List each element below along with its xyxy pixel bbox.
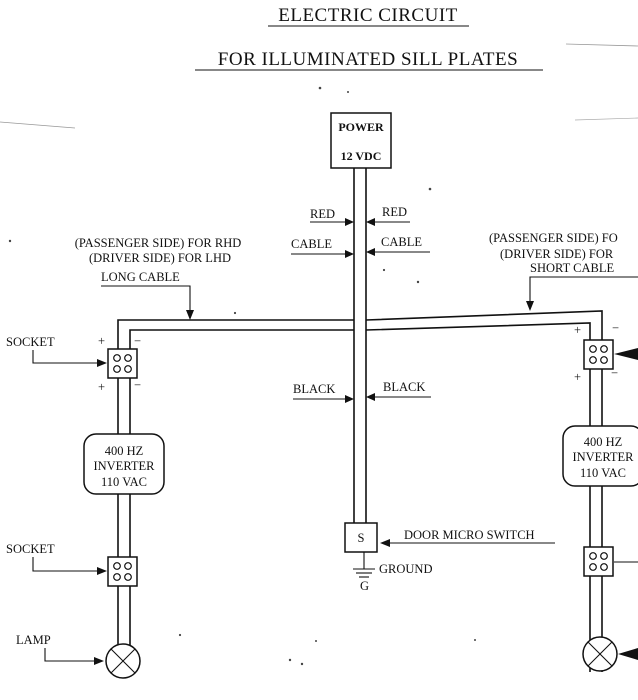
socket-arrowhead-top bbox=[97, 359, 107, 367]
inverter-right-line3: 110 VAC bbox=[580, 466, 626, 480]
socket-left-bottom bbox=[107, 556, 138, 587]
socket-pin bbox=[589, 563, 597, 571]
minus-sign: − bbox=[134, 334, 141, 348]
plus-sign: + bbox=[98, 334, 105, 348]
socket-pin bbox=[600, 563, 608, 571]
power-voltage: 12 VDC bbox=[341, 149, 382, 163]
cable-arrowhead-left bbox=[345, 250, 354, 258]
red-arrowhead-right bbox=[366, 218, 375, 226]
inverter-right-line2: INVERTER bbox=[572, 450, 634, 464]
power-box bbox=[330, 112, 392, 169]
switch-arrowhead bbox=[380, 539, 390, 547]
socket-pin bbox=[589, 552, 597, 560]
inverter-left bbox=[83, 433, 165, 495]
left-branch-line1: (PASSENGER SIDE) FOR RHD bbox=[75, 236, 242, 250]
inverter-left-line3: 110 VAC bbox=[101, 475, 147, 489]
socket-pin bbox=[113, 562, 121, 570]
lamp-pointer bbox=[44, 648, 100, 662]
power-label: POWER bbox=[338, 120, 384, 134]
socket-pin bbox=[600, 356, 608, 364]
socket-pin bbox=[113, 365, 121, 373]
right-branch-arrowhead bbox=[526, 301, 534, 311]
left-cable-outer bbox=[117, 319, 354, 672]
socket-right-top bbox=[583, 339, 614, 370]
lamp-label: LAMP bbox=[16, 633, 51, 647]
cable-label-right: CABLE bbox=[381, 235, 422, 249]
minus-sign: − bbox=[134, 378, 141, 392]
socket-pin bbox=[589, 345, 597, 353]
plus-sign: + bbox=[574, 370, 581, 384]
socket-pin bbox=[124, 562, 132, 570]
socket-pin bbox=[600, 552, 608, 560]
red-label-left: RED bbox=[310, 207, 335, 221]
minus-sign: − bbox=[612, 321, 619, 335]
black-label-right: BLACK bbox=[383, 380, 425, 394]
lamp-cross bbox=[587, 641, 613, 667]
socket-pin bbox=[124, 573, 132, 581]
socket-right-arrowhead bbox=[614, 348, 638, 360]
switch-symbol: S bbox=[358, 531, 365, 545]
switch-label: DOOR MICRO SWITCH bbox=[404, 528, 535, 542]
left-branch-line2: (DRIVER SIDE) FOR LHD bbox=[89, 251, 231, 265]
inverter-right-line1: 400 HZ bbox=[584, 435, 623, 449]
minus-sign: − bbox=[611, 366, 618, 380]
socket-right-bottom bbox=[583, 546, 614, 577]
inverter-left-line2: INVERTER bbox=[93, 459, 155, 473]
socket-label-bottom: SOCKET bbox=[6, 542, 55, 556]
scan-noise bbox=[0, 43, 638, 666]
lamp-arrowhead bbox=[94, 657, 104, 665]
diagram-title: ELECTRIC CIRCUIT bbox=[278, 5, 458, 26]
socket-pin bbox=[124, 365, 132, 373]
socket-pin bbox=[113, 573, 121, 581]
right-branch-line2: (DRIVER SIDE) FOR bbox=[500, 247, 614, 261]
right-cable-inner bbox=[365, 322, 591, 672]
socket-pin bbox=[113, 354, 121, 362]
socket-pin bbox=[600, 345, 608, 353]
ground-g-label: G bbox=[360, 579, 369, 593]
ground-label: GROUND bbox=[379, 562, 432, 576]
socket-pointer-bottom bbox=[32, 557, 103, 572]
socket-pin bbox=[589, 356, 597, 364]
left-branch-line3: LONG CABLE bbox=[101, 270, 180, 284]
cable-arrowhead-right bbox=[366, 248, 375, 256]
black-label-left: BLACK bbox=[293, 382, 335, 396]
lamp-cross bbox=[110, 648, 136, 674]
socket-label-top: SOCKET bbox=[6, 335, 55, 349]
plus-sign: + bbox=[574, 323, 581, 337]
right-branch-pointer bbox=[529, 276, 638, 309]
black-arrowhead-right bbox=[366, 393, 375, 401]
red-arrowhead-left bbox=[345, 218, 354, 226]
socket-pin bbox=[124, 354, 132, 362]
cable-label-left: CABLE bbox=[291, 237, 332, 251]
socket-pointer-top bbox=[32, 350, 103, 364]
black-arrowhead-left bbox=[345, 395, 354, 403]
socket-left-top bbox=[107, 348, 138, 379]
plus-sign: + bbox=[98, 380, 105, 394]
inverter-left-line1: 400 HZ bbox=[105, 444, 144, 458]
diagram-subtitle: FOR ILLUMINATED SILL PLATES bbox=[218, 49, 518, 70]
right-cable-outer bbox=[365, 310, 603, 672]
left-branch-arrowhead bbox=[186, 310, 194, 320]
right-branch-line3: SHORT CABLE bbox=[530, 261, 614, 275]
left-branch-pointer bbox=[101, 285, 191, 318]
red-label-right: RED bbox=[382, 205, 407, 219]
lamp-right-arrowhead bbox=[618, 648, 638, 660]
door-switch-box bbox=[344, 522, 378, 553]
socket-arrowhead-bottom bbox=[97, 567, 107, 575]
inverter-right bbox=[562, 425, 638, 487]
right-branch-line1: (PASSENGER SIDE) FO bbox=[489, 231, 618, 245]
